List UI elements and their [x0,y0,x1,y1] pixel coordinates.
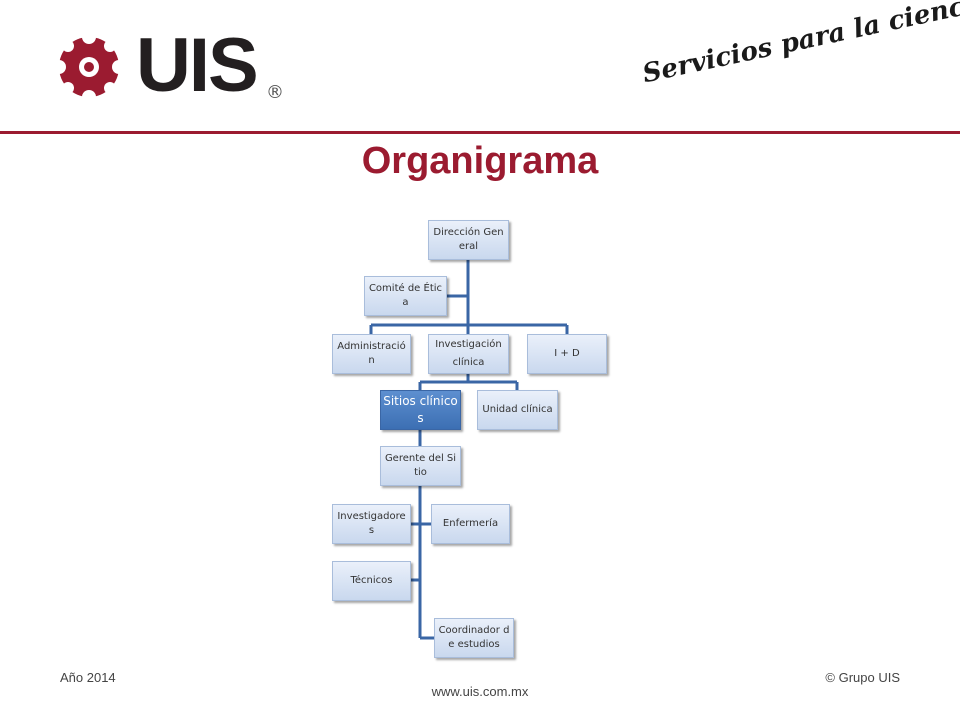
org-node-unidad-clinica: Unidad clínica [477,390,558,430]
org-node-enfermeria: Enfermería [431,504,510,544]
investigacion-label-line2: clínica [452,357,485,368]
logo-registered-mark: ® [266,82,284,103]
org-node-administracion: Administració n [332,334,411,374]
org-node-tecnicos: Técnicos [332,561,411,601]
logo-wordmark: UIS [136,23,259,108]
org-node-comite-etica: Comité de Ética [364,276,447,316]
org-node-investigacion-clinica: Investigación clínica [428,334,509,374]
investigacion-label-line1: Investigación [435,339,502,350]
org-node-gerente-sitio: Gerente del Sitio [380,446,461,486]
org-node-direccion-general: Dirección General [428,220,509,260]
page-title: Organigrama [361,140,599,182]
org-node-sitios-clinicos: Sitios clínicos [380,390,461,430]
org-node-investigadores: Investigadore s [332,504,411,544]
footer-url: www.uis.com.mx [431,684,529,699]
footer-copyright: © Grupo UIS [825,670,900,685]
header-divider [0,131,960,134]
uis-logo-icon [52,30,126,104]
org-node-coordinador-estudios: Coordinador de estudios [434,618,514,658]
footer-year: Año 2014 [60,670,116,685]
org-node-i-mas-d: I + D [527,334,607,374]
